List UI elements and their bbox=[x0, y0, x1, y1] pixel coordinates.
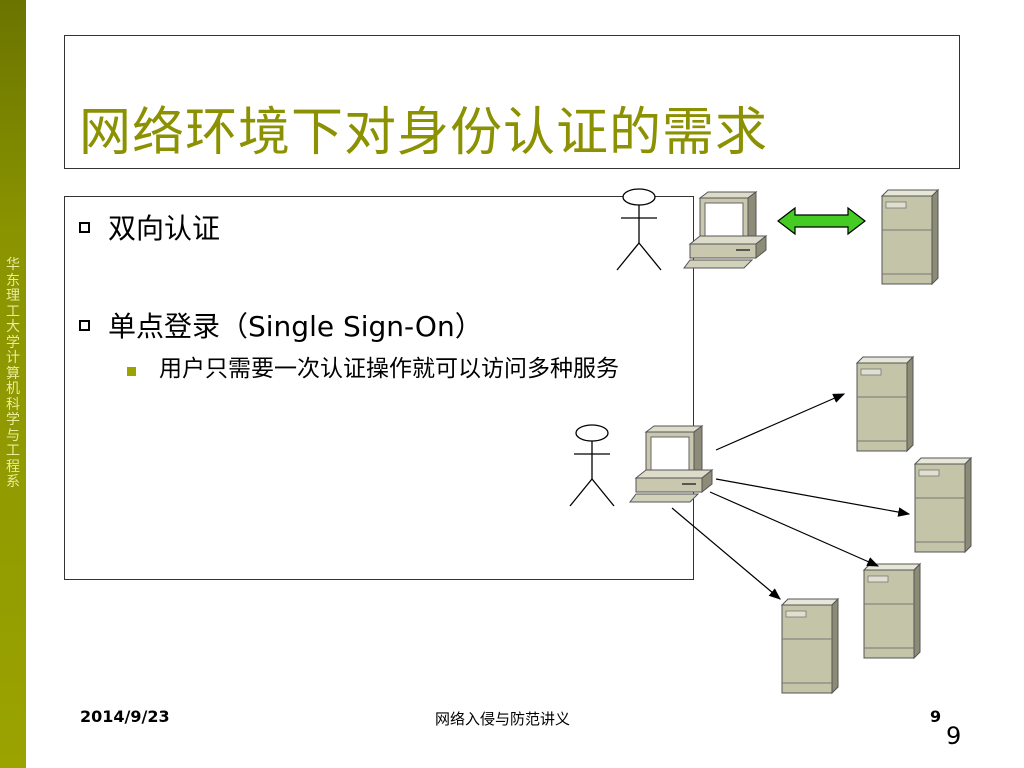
computer-icon bbox=[629, 425, 713, 503]
bullet-label: 双向认证 bbox=[108, 212, 221, 245]
slide-number: 9 bbox=[946, 722, 962, 750]
bullet-square-icon bbox=[79, 221, 90, 233]
server-icon bbox=[781, 598, 839, 694]
sub-bullet-label: 用户只需要一次认证操作就可以访问多种服务 bbox=[159, 356, 619, 382]
arrow-line bbox=[715, 393, 846, 451]
bullet-square-icon bbox=[79, 319, 90, 331]
server-icon bbox=[856, 356, 914, 452]
stick-figure-icon bbox=[569, 424, 615, 507]
server-icon bbox=[863, 563, 921, 659]
double-arrow-icon bbox=[777, 206, 866, 236]
stick-figure-icon bbox=[616, 188, 662, 271]
computer-icon bbox=[683, 191, 767, 269]
arrow-line bbox=[671, 507, 781, 600]
bullet-item: 单点登录（Single Sign-On） bbox=[79, 305, 483, 345]
title-box: 网络环境下对身份认证的需求 bbox=[64, 35, 960, 169]
footer-title: 网络入侵与防范讲义 bbox=[435, 710, 571, 728]
footer-date: 2014/9/23 bbox=[80, 707, 170, 726]
slide-title: 网络环境下对身份认证的需求 bbox=[79, 103, 769, 163]
server-icon bbox=[881, 189, 939, 285]
sub-bullet-icon bbox=[127, 367, 136, 376]
server-icon bbox=[914, 457, 972, 553]
footer-page-number: 9 bbox=[930, 707, 942, 726]
sidebar-vertical-text: 华东理工大学计算机科学与工程系 bbox=[6, 257, 20, 490]
arrow-line bbox=[709, 491, 880, 567]
arrow-line bbox=[715, 478, 911, 517]
bullet-item: 双向认证 bbox=[79, 207, 220, 247]
content-box: 双向认证 单点登录（Single Sign-On） 用户只需要一次认证操作就可以… bbox=[64, 196, 694, 580]
bullet-label: 单点登录（Single Sign-On） bbox=[108, 310, 483, 343]
sidebar-bar: 华东理工大学计算机科学与工程系 bbox=[0, 0, 26, 768]
